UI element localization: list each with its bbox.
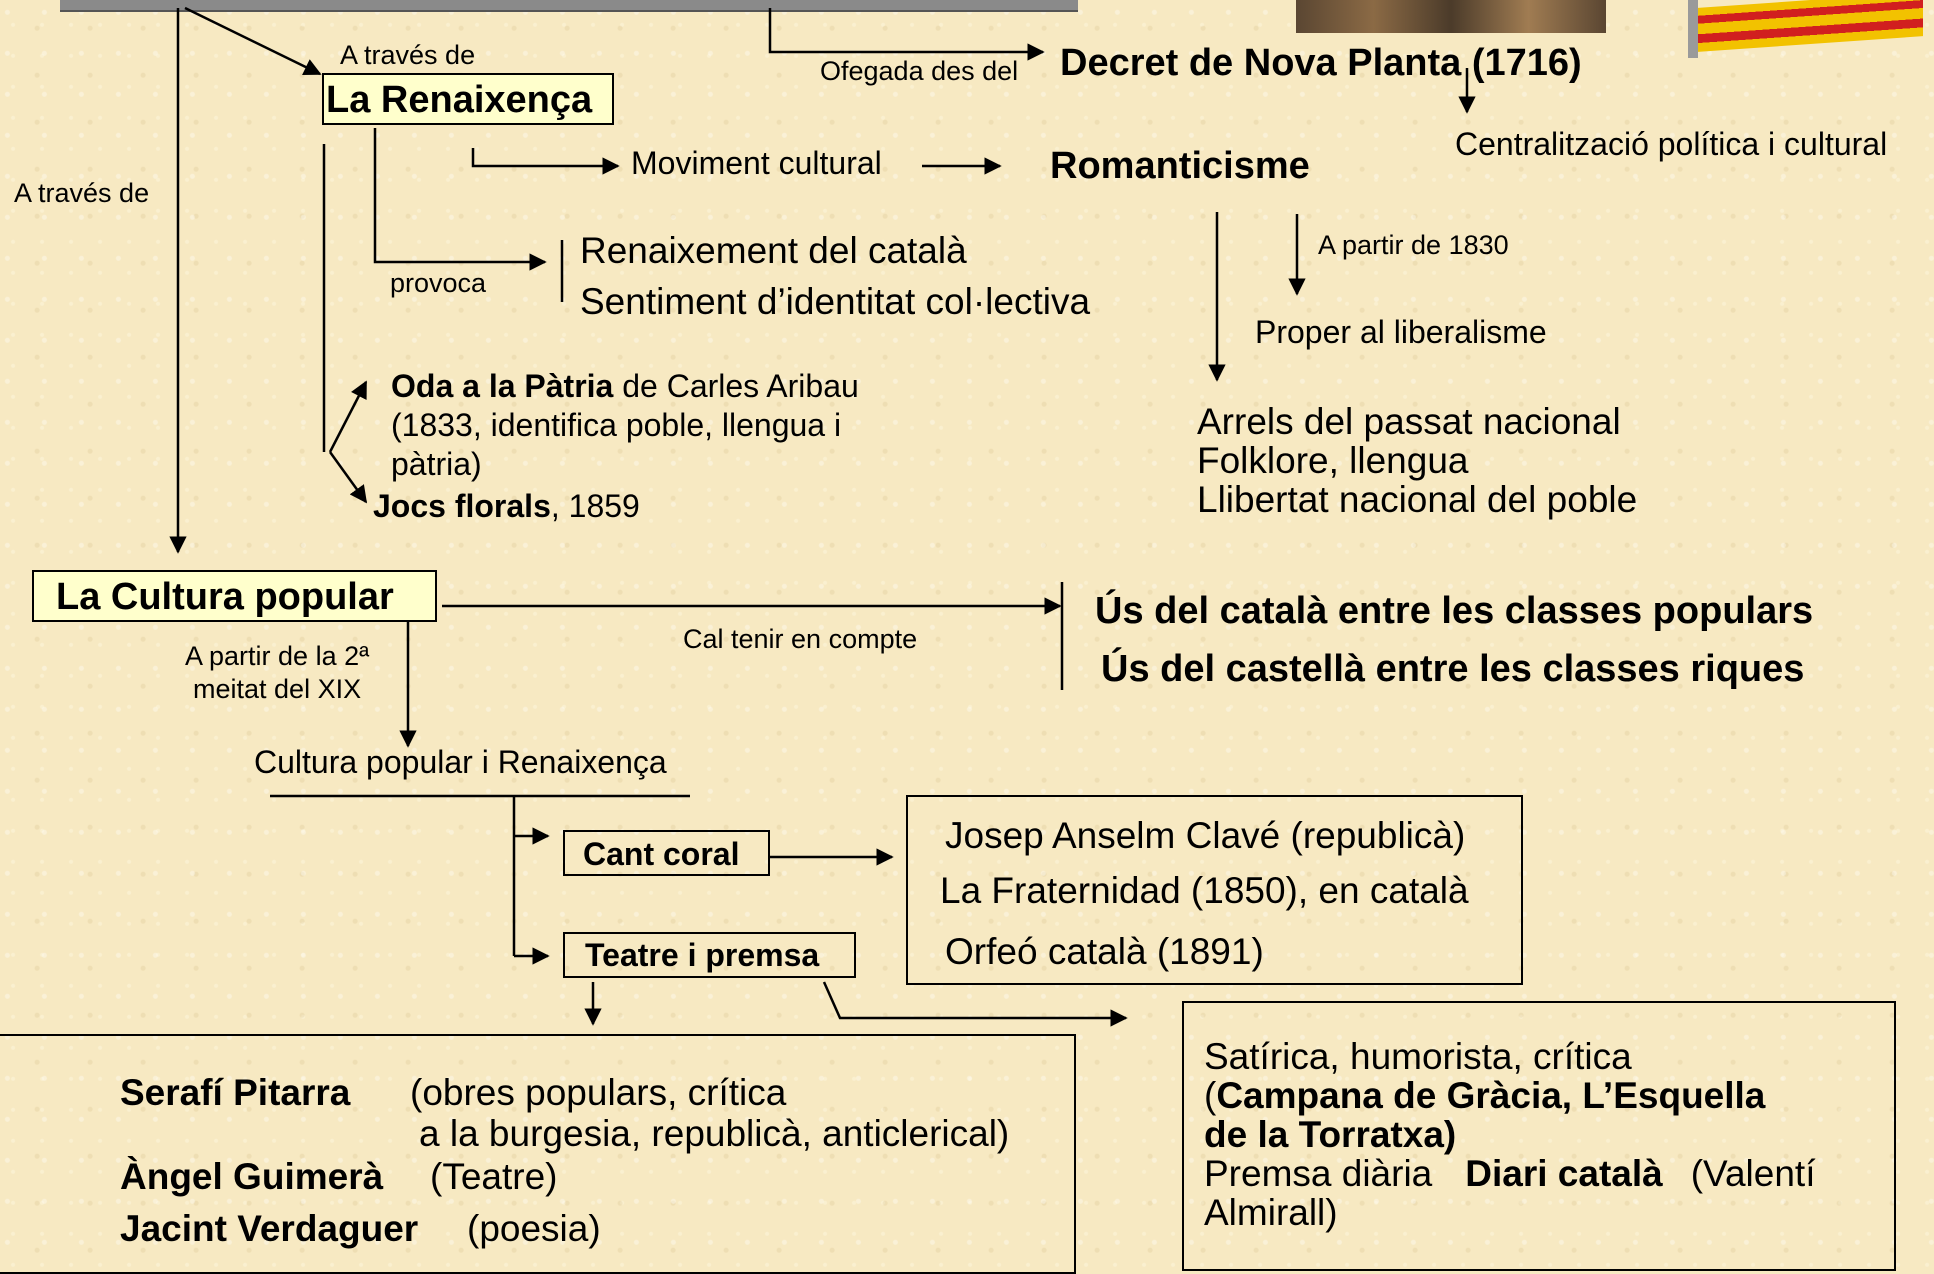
arrels-item: Folklore, llengua: [1197, 440, 1469, 481]
arrels-item: Arrels del passat nacional: [1197, 401, 1621, 442]
teatre-premsa-box: Teatre i premsa: [563, 932, 856, 978]
cultura-renaixenca-subtitle: Cultura popular i Renaixença: [254, 744, 667, 780]
renaixenca-box: La Renaixença: [322, 73, 614, 125]
clave-item: Josep Anselm Clavé (republicà): [945, 815, 1466, 856]
us-castella: Ús del castellà entre les classes riques: [1101, 648, 1805, 690]
premsa-campana: (Campana de Gràcia, L’Esquella: [1204, 1075, 1766, 1116]
cultura-popular-box: La Cultura popular: [32, 570, 437, 622]
premsa-almirall: Almirall): [1204, 1192, 1338, 1233]
renaixenca-title: La Renaixença: [326, 79, 593, 121]
jocs-year: , 1859: [550, 488, 640, 524]
pitarra-desc: a la burgesia, republicà, anticlerical): [419, 1113, 1010, 1154]
renaixenca-via-label: A través de: [340, 40, 476, 70]
historic-photo: [1296, 0, 1606, 33]
premsa-torratxa: de la Torratxa): [1204, 1114, 1457, 1155]
moviment-cultural-text: Moviment cultural: [631, 145, 882, 181]
cal-tenir-label: Cal tenir en compte: [683, 624, 918, 654]
arrow-to-moviment: [471, 148, 620, 175]
cant-coral-title: Cant coral: [583, 836, 740, 872]
a-partir-meitat: A partir de la 2ª meitat del XIX: [185, 640, 369, 706]
verdaguer-name: Jacint Verdaguer: [120, 1208, 419, 1249]
jocs-text: Jocs florals, 1859: [373, 488, 640, 525]
pitarra-name: Serafí Pitarra: [120, 1072, 351, 1113]
jocs-title: Jocs florals: [373, 488, 551, 524]
oda-author: de Carles Aribau: [613, 368, 859, 404]
premsa-satirica: Satírica, humorista, crítica: [1204, 1036, 1632, 1077]
romanticisme-title: Romanticisme: [1050, 145, 1310, 187]
effect-renaixement: Renaixement del català: [580, 230, 967, 271]
oda-detail-2: pàtria): [391, 446, 482, 482]
oda-detail-1: (1833, identifica poble, llengua i: [391, 407, 842, 443]
arrels-list: Arrels del passat nacional Folklore, lle…: [1197, 402, 1637, 519]
arrow-provoca: [373, 128, 547, 271]
guimera-name: Àngel Guimerà: [120, 1156, 384, 1197]
catalan-flag-icon: [1688, 0, 1928, 58]
oda-title: Oda a la Pàtria: [391, 368, 614, 404]
verdaguer-desc: (poesia): [467, 1208, 601, 1249]
arrow-to-renaixenca: [184, 6, 322, 76]
clave-item: La Fraternidad (1850), en català: [940, 870, 1469, 911]
arrow-to-premsa-box: [822, 981, 1128, 1027]
ofegada-label: Ofegada des del: [820, 56, 1019, 86]
us-catala: Ús del català entre les classes populars: [1095, 590, 1814, 632]
premsa-box: Satírica, humorista, crítica (Campana de…: [1182, 1001, 1896, 1271]
a-partir-meitat-line: meitat del XIX: [193, 674, 362, 704]
centralitzacio-text: Centralització política i cultural: [1455, 126, 1888, 162]
cultura-popular-title: La Cultura popular: [56, 576, 394, 618]
teatre-premsa-title: Teatre i premsa: [585, 937, 820, 973]
effect-sentiment: Sentiment d’identitat col·lectiva: [580, 281, 1091, 322]
clave-box: Josep Anselm Clavé (republicà) La Frater…: [906, 795, 1523, 985]
decret-title: Decret de Nova Planta (1716): [1060, 42, 1582, 84]
proper-liberalisme: Proper al liberalisme: [1255, 314, 1547, 350]
arrels-item: Llibertat nacional del poble: [1197, 479, 1638, 520]
cant-coral-box: Cant coral: [563, 830, 770, 876]
clave-item: Orfeó català (1891): [945, 931, 1264, 972]
premsa-line: Satírica, humorista, crítica (Campana de…: [1204, 1037, 1816, 1232]
a-partir-1830: A partir de 1830: [1318, 230, 1509, 260]
cultura-via-label: A través de: [14, 178, 150, 208]
guimera-desc: (Teatre): [430, 1156, 558, 1197]
provoca-label: provoca: [390, 268, 487, 298]
arrow-to-decret: [768, 8, 1045, 61]
pitarra-desc: (obres populars, crítica: [410, 1072, 787, 1113]
header-bar: [60, 0, 1078, 12]
arrow-to-oda: [328, 380, 368, 453]
a-partir-meitat-line: A partir de la 2ª: [185, 641, 370, 671]
authors-box: Serafí Pitarra (obres populars, crítica …: [0, 1034, 1076, 1274]
arrow-to-jocs: [328, 451, 368, 504]
oda-text: Oda a la Pàtria de Carles Aribau (1833, …: [391, 367, 859, 484]
